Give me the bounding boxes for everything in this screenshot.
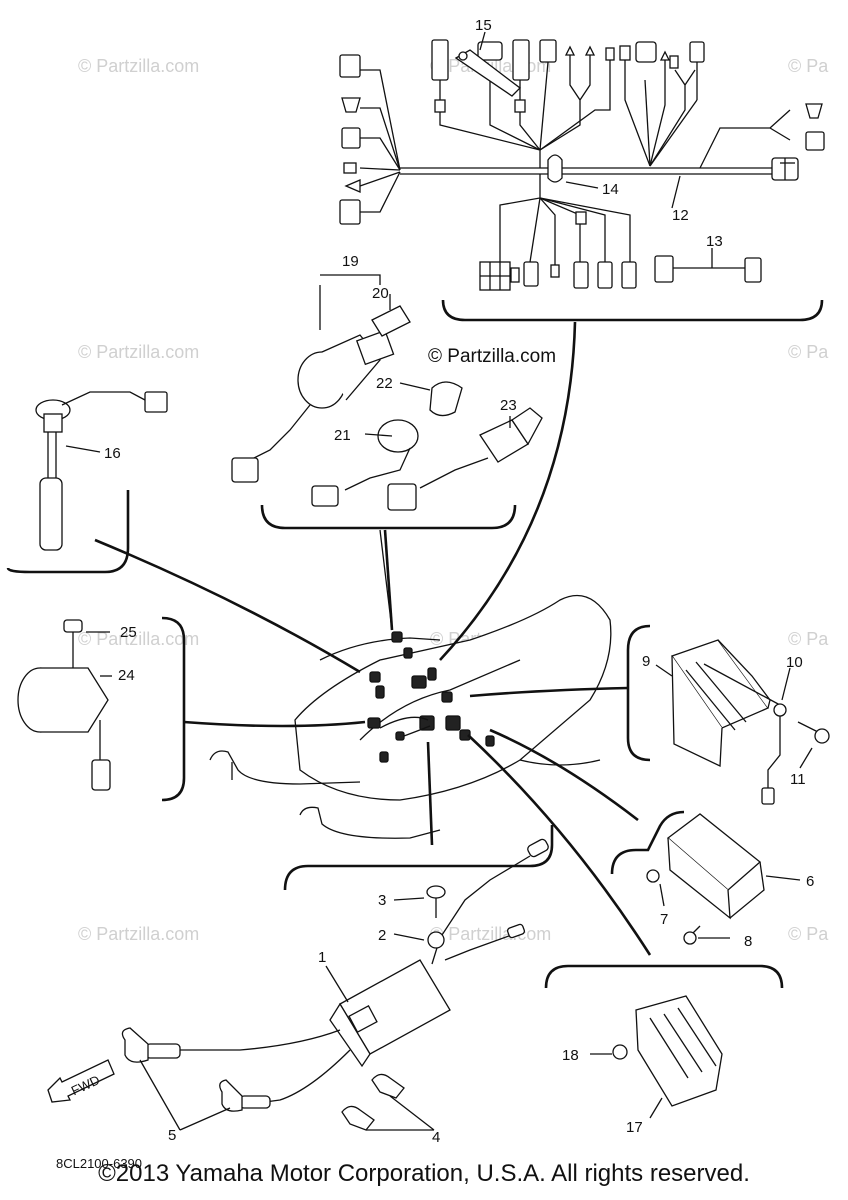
callout-9: 9 xyxy=(642,653,650,670)
callout-24: 24 xyxy=(118,667,135,684)
part-17-group xyxy=(544,964,784,1119)
callout-20: 20 xyxy=(372,285,389,302)
callout-4: 4 xyxy=(432,1129,440,1146)
watermark: © Partzilla.com xyxy=(78,342,199,362)
callout-23: 23 xyxy=(500,397,517,414)
copyright-footer: ©2013 Yamaha Motor Corporation, U.S.A. A… xyxy=(98,1160,750,1187)
callout-21: 21 xyxy=(334,427,351,444)
callout-12: 12 xyxy=(672,207,689,224)
callout-14: 14 xyxy=(602,181,619,198)
wire-harness-group xyxy=(339,31,825,322)
watermark: © Partzilla.com xyxy=(430,924,551,944)
watermark: © Partzilla.com xyxy=(78,629,199,649)
callout-7: 7 xyxy=(660,911,668,928)
watermark: © Partzilla.com xyxy=(78,56,199,76)
watermark: © Pa xyxy=(788,342,829,362)
callout-5: 5 xyxy=(168,1127,176,1144)
diagram-code: 8CL2100-6390 xyxy=(56,1156,142,1171)
watermark: © Partzilla.com xyxy=(78,924,199,944)
ignition-switch-group xyxy=(231,274,543,530)
callout-19: 19 xyxy=(342,253,359,270)
callout-17: 17 xyxy=(626,1119,643,1136)
callout-3: 3 xyxy=(378,892,386,909)
watermark: © Pa xyxy=(788,56,829,76)
callout-16: 16 xyxy=(104,445,121,462)
watermark: © Pa xyxy=(788,924,829,944)
callout-labels: 1 2 3 4 5 6 7 8 9 10 11 12 13 14 15 16 1… xyxy=(104,17,814,1146)
callout-1: 1 xyxy=(318,949,326,966)
part-9-group xyxy=(626,624,830,805)
center-watermark: © Partzilla.com xyxy=(428,346,556,367)
part-24-group xyxy=(17,616,186,802)
callout-8: 8 xyxy=(744,933,752,950)
callout-6: 6 xyxy=(806,873,814,890)
callout-10: 10 xyxy=(786,654,803,671)
callout-11: 11 xyxy=(790,771,806,788)
callout-25: 25 xyxy=(120,624,137,641)
watermark: © Pa xyxy=(788,629,829,649)
callout-2: 2 xyxy=(378,927,386,944)
connector-lines xyxy=(94,321,652,956)
callout-leaders xyxy=(364,294,511,437)
callout-18: 18 xyxy=(562,1047,579,1064)
snowmobile-body xyxy=(209,594,612,839)
part-16-group xyxy=(6,391,168,574)
callout-15: 15 xyxy=(475,17,492,34)
ignition-coil-group: FWD xyxy=(47,825,554,1131)
callout-13: 13 xyxy=(706,233,723,250)
part-6-group xyxy=(610,810,801,945)
callout-22: 22 xyxy=(376,375,393,392)
watermark-layer: © Partzilla.com © Partzilla.com © Pa © P… xyxy=(78,56,829,944)
